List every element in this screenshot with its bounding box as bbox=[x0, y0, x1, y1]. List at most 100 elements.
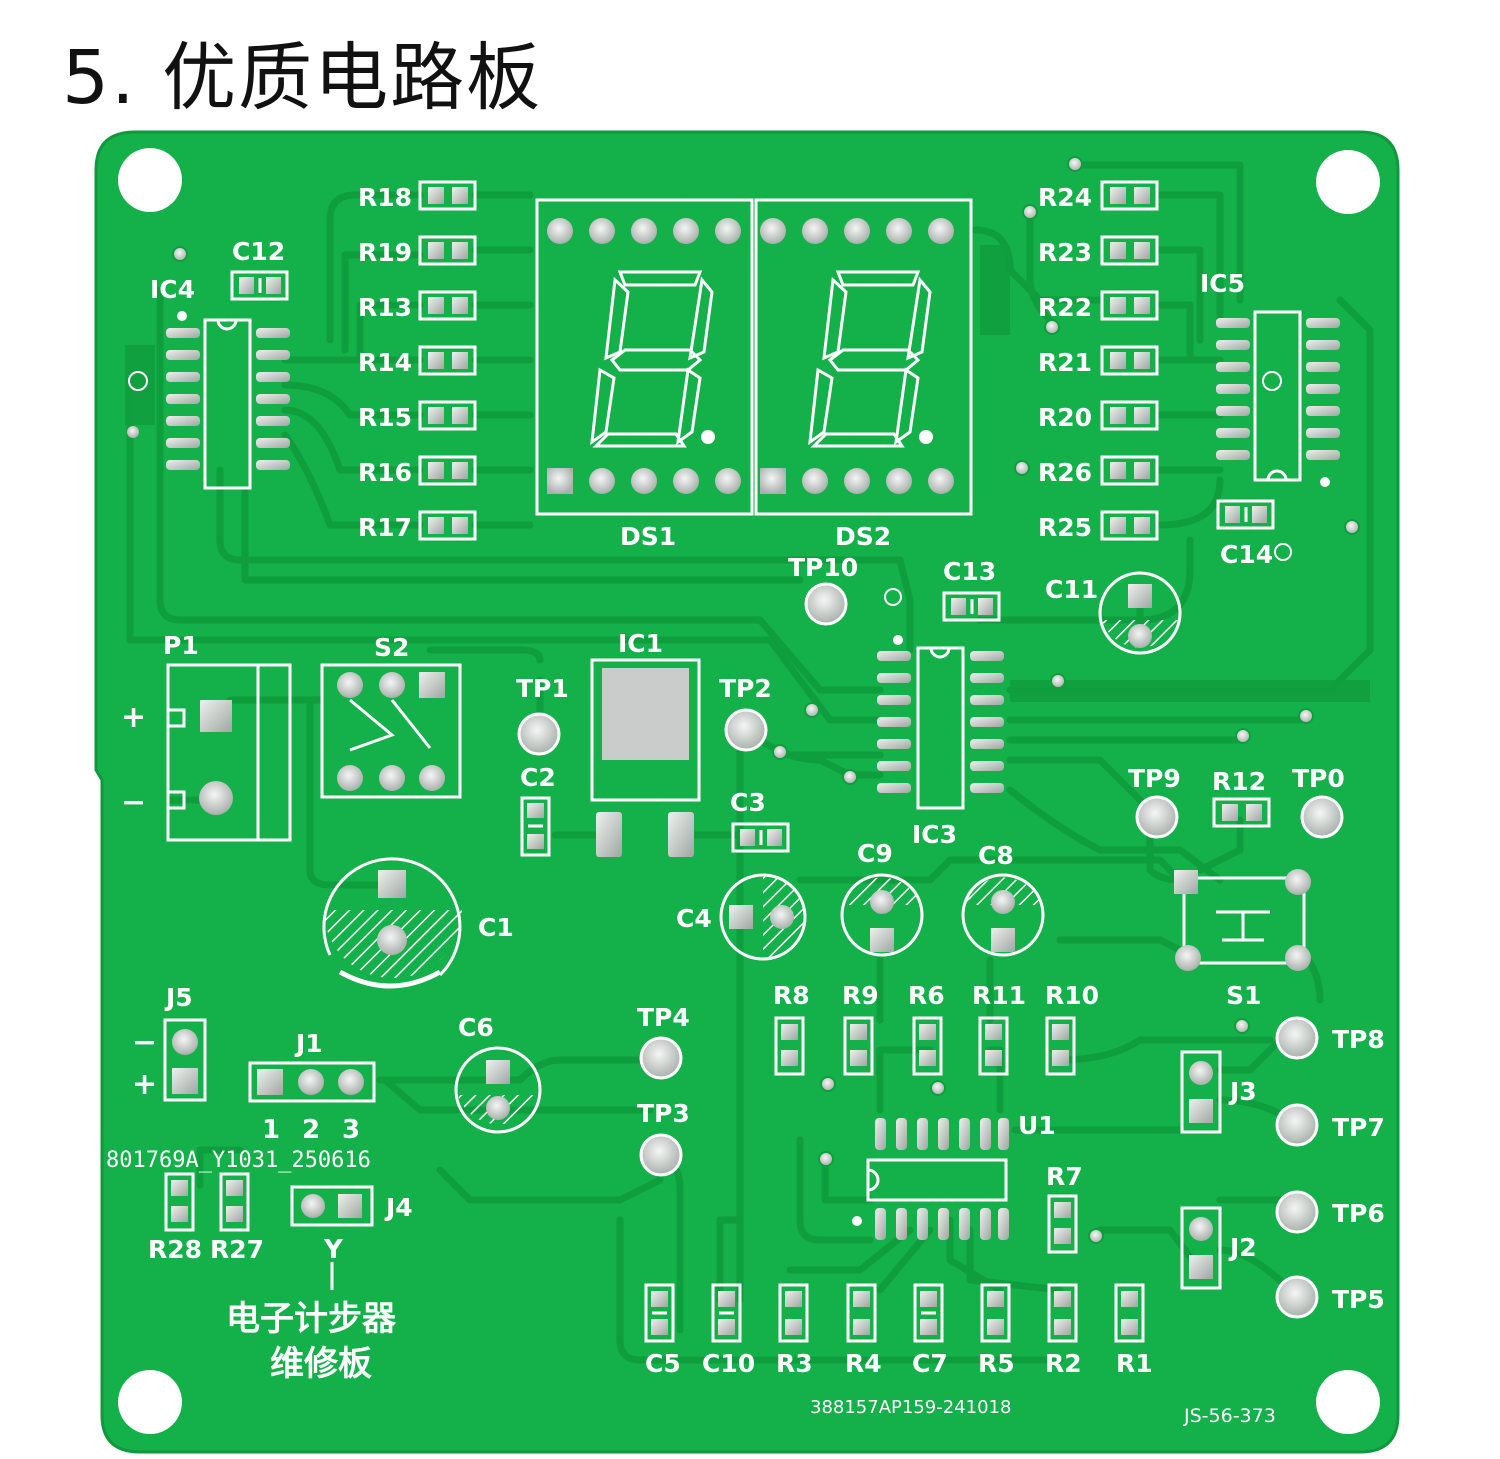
resistor-r11 bbox=[978, 1016, 1009, 1076]
label-ic1: IC1 bbox=[618, 629, 663, 658]
ic4-soic bbox=[127, 247, 290, 490]
label-pin-2: 2 bbox=[302, 1115, 320, 1145]
ic1-regulator bbox=[590, 658, 701, 857]
label-c3: C3 bbox=[730, 788, 766, 817]
ic5-soic bbox=[1216, 310, 1340, 487]
capacitor-c3 bbox=[731, 822, 790, 853]
label-j2: J2 bbox=[1228, 1233, 1257, 1262]
mounting-holes bbox=[118, 148, 1380, 1434]
label-ic3: IC3 bbox=[912, 820, 957, 849]
label-tp9: TP9 bbox=[1128, 764, 1181, 793]
label-r23: R23 bbox=[1038, 238, 1092, 267]
label-tp4: TP4 bbox=[637, 1003, 690, 1032]
label-tp6: TP6 bbox=[1332, 1199, 1385, 1228]
label-r17: R17 bbox=[358, 513, 412, 542]
tp4-pad bbox=[639, 1036, 683, 1080]
vias bbox=[172, 156, 1360, 1244]
label-tp7: TP7 bbox=[1332, 1113, 1385, 1142]
resistor-r8 bbox=[774, 1016, 805, 1076]
label-r25: R25 bbox=[1038, 513, 1092, 542]
label-j5: J5 bbox=[164, 983, 193, 1012]
tp8-pad bbox=[1275, 1016, 1319, 1060]
board-title-line1: 电子计步器 bbox=[226, 1299, 397, 1339]
ic3-soic bbox=[877, 635, 1004, 810]
capacitor-c9 bbox=[840, 873, 924, 957]
resistor-r19 bbox=[418, 235, 477, 266]
label-j1: J1 bbox=[294, 1029, 323, 1058]
j1-connector bbox=[248, 1061, 376, 1103]
label-r6: R6 bbox=[908, 981, 945, 1010]
resistor-r3 bbox=[778, 1283, 809, 1343]
tp10-pad bbox=[804, 582, 848, 626]
tp2-pad bbox=[724, 708, 768, 752]
label-u1: U1 bbox=[1018, 1111, 1056, 1140]
resistor-r10 bbox=[1045, 1016, 1076, 1076]
label-minus-1: − bbox=[121, 785, 146, 820]
label-c5: C5 bbox=[645, 1349, 681, 1378]
label-c8: C8 bbox=[978, 841, 1014, 870]
ds2-display bbox=[754, 198, 973, 516]
label-tp1: TP1 bbox=[516, 674, 569, 703]
s2-switch bbox=[320, 663, 462, 799]
j3-connector bbox=[1180, 1050, 1222, 1134]
label-r8: R8 bbox=[773, 981, 810, 1010]
label-r22: R22 bbox=[1038, 293, 1092, 322]
resistor-r24 bbox=[1100, 180, 1159, 211]
resistor-r27 bbox=[219, 1172, 250, 1232]
capacitor-c11 bbox=[1098, 571, 1182, 655]
label-r19: R19 bbox=[358, 238, 412, 267]
p1-connector bbox=[166, 663, 292, 842]
label-minus-2: − bbox=[132, 1025, 157, 1060]
label-r7: R7 bbox=[1046, 1162, 1083, 1191]
label-r28: R28 bbox=[148, 1235, 202, 1264]
label-pin-3: 3 bbox=[342, 1115, 360, 1145]
capacitor-c1 bbox=[322, 857, 462, 989]
label-r15: R15 bbox=[358, 403, 412, 432]
j2-connector bbox=[1180, 1206, 1222, 1290]
label-r4: R4 bbox=[845, 1349, 882, 1378]
label-r9: R9 bbox=[842, 981, 879, 1010]
label-plus-2: + bbox=[132, 1067, 157, 1102]
u1-ic bbox=[852, 1118, 1009, 1240]
capacitor-c5 bbox=[644, 1283, 675, 1343]
capacitor-c4 bbox=[719, 873, 807, 961]
label-r27: R27 bbox=[210, 1235, 264, 1264]
board-code: 801769A_Y1031_250616 bbox=[106, 1148, 371, 1173]
label-tp10: TP10 bbox=[788, 553, 858, 582]
label-j3: J3 bbox=[1228, 1077, 1257, 1106]
capacitor-c13 bbox=[942, 591, 1001, 622]
label-c6: C6 bbox=[458, 1013, 494, 1042]
label-c10: C10 bbox=[702, 1349, 755, 1378]
label-ds1: DS1 bbox=[620, 522, 676, 551]
resistor-r1 bbox=[1114, 1283, 1145, 1343]
label-r1: R1 bbox=[1116, 1349, 1153, 1378]
label-r21: R21 bbox=[1038, 348, 1092, 377]
label-r26: R26 bbox=[1038, 458, 1092, 487]
resistor-r17 bbox=[418, 510, 477, 541]
capacitor-c7 bbox=[913, 1283, 944, 1343]
label-plus-1: + bbox=[121, 700, 146, 735]
capacitor-c14 bbox=[1216, 499, 1275, 530]
label-c9: C9 bbox=[857, 839, 893, 868]
capacitor-c12 bbox=[230, 270, 289, 301]
resistor-r26 bbox=[1100, 455, 1159, 486]
label-r10: R10 bbox=[1045, 981, 1099, 1010]
label-r3: R3 bbox=[776, 1349, 813, 1378]
label-ic4: IC4 bbox=[150, 275, 195, 304]
ds1-display bbox=[535, 198, 754, 516]
resistor-r28 bbox=[164, 1172, 195, 1232]
resistor-r12 bbox=[1212, 797, 1271, 828]
label-p1: P1 bbox=[163, 631, 199, 660]
label-r18: R18 bbox=[358, 183, 412, 212]
label-r12: R12 bbox=[1212, 767, 1266, 796]
resistor-r21 bbox=[1100, 345, 1159, 376]
label-j4: J4 bbox=[384, 1193, 413, 1222]
copper-pours bbox=[125, 245, 1370, 702]
resistor-r15 bbox=[418, 400, 477, 431]
resistor-r16 bbox=[418, 455, 477, 486]
label-c13: C13 bbox=[943, 557, 996, 586]
part-number: JS-56-373 bbox=[1183, 1405, 1276, 1427]
label-r11: R11 bbox=[972, 981, 1026, 1010]
j5-connector bbox=[163, 1018, 207, 1102]
